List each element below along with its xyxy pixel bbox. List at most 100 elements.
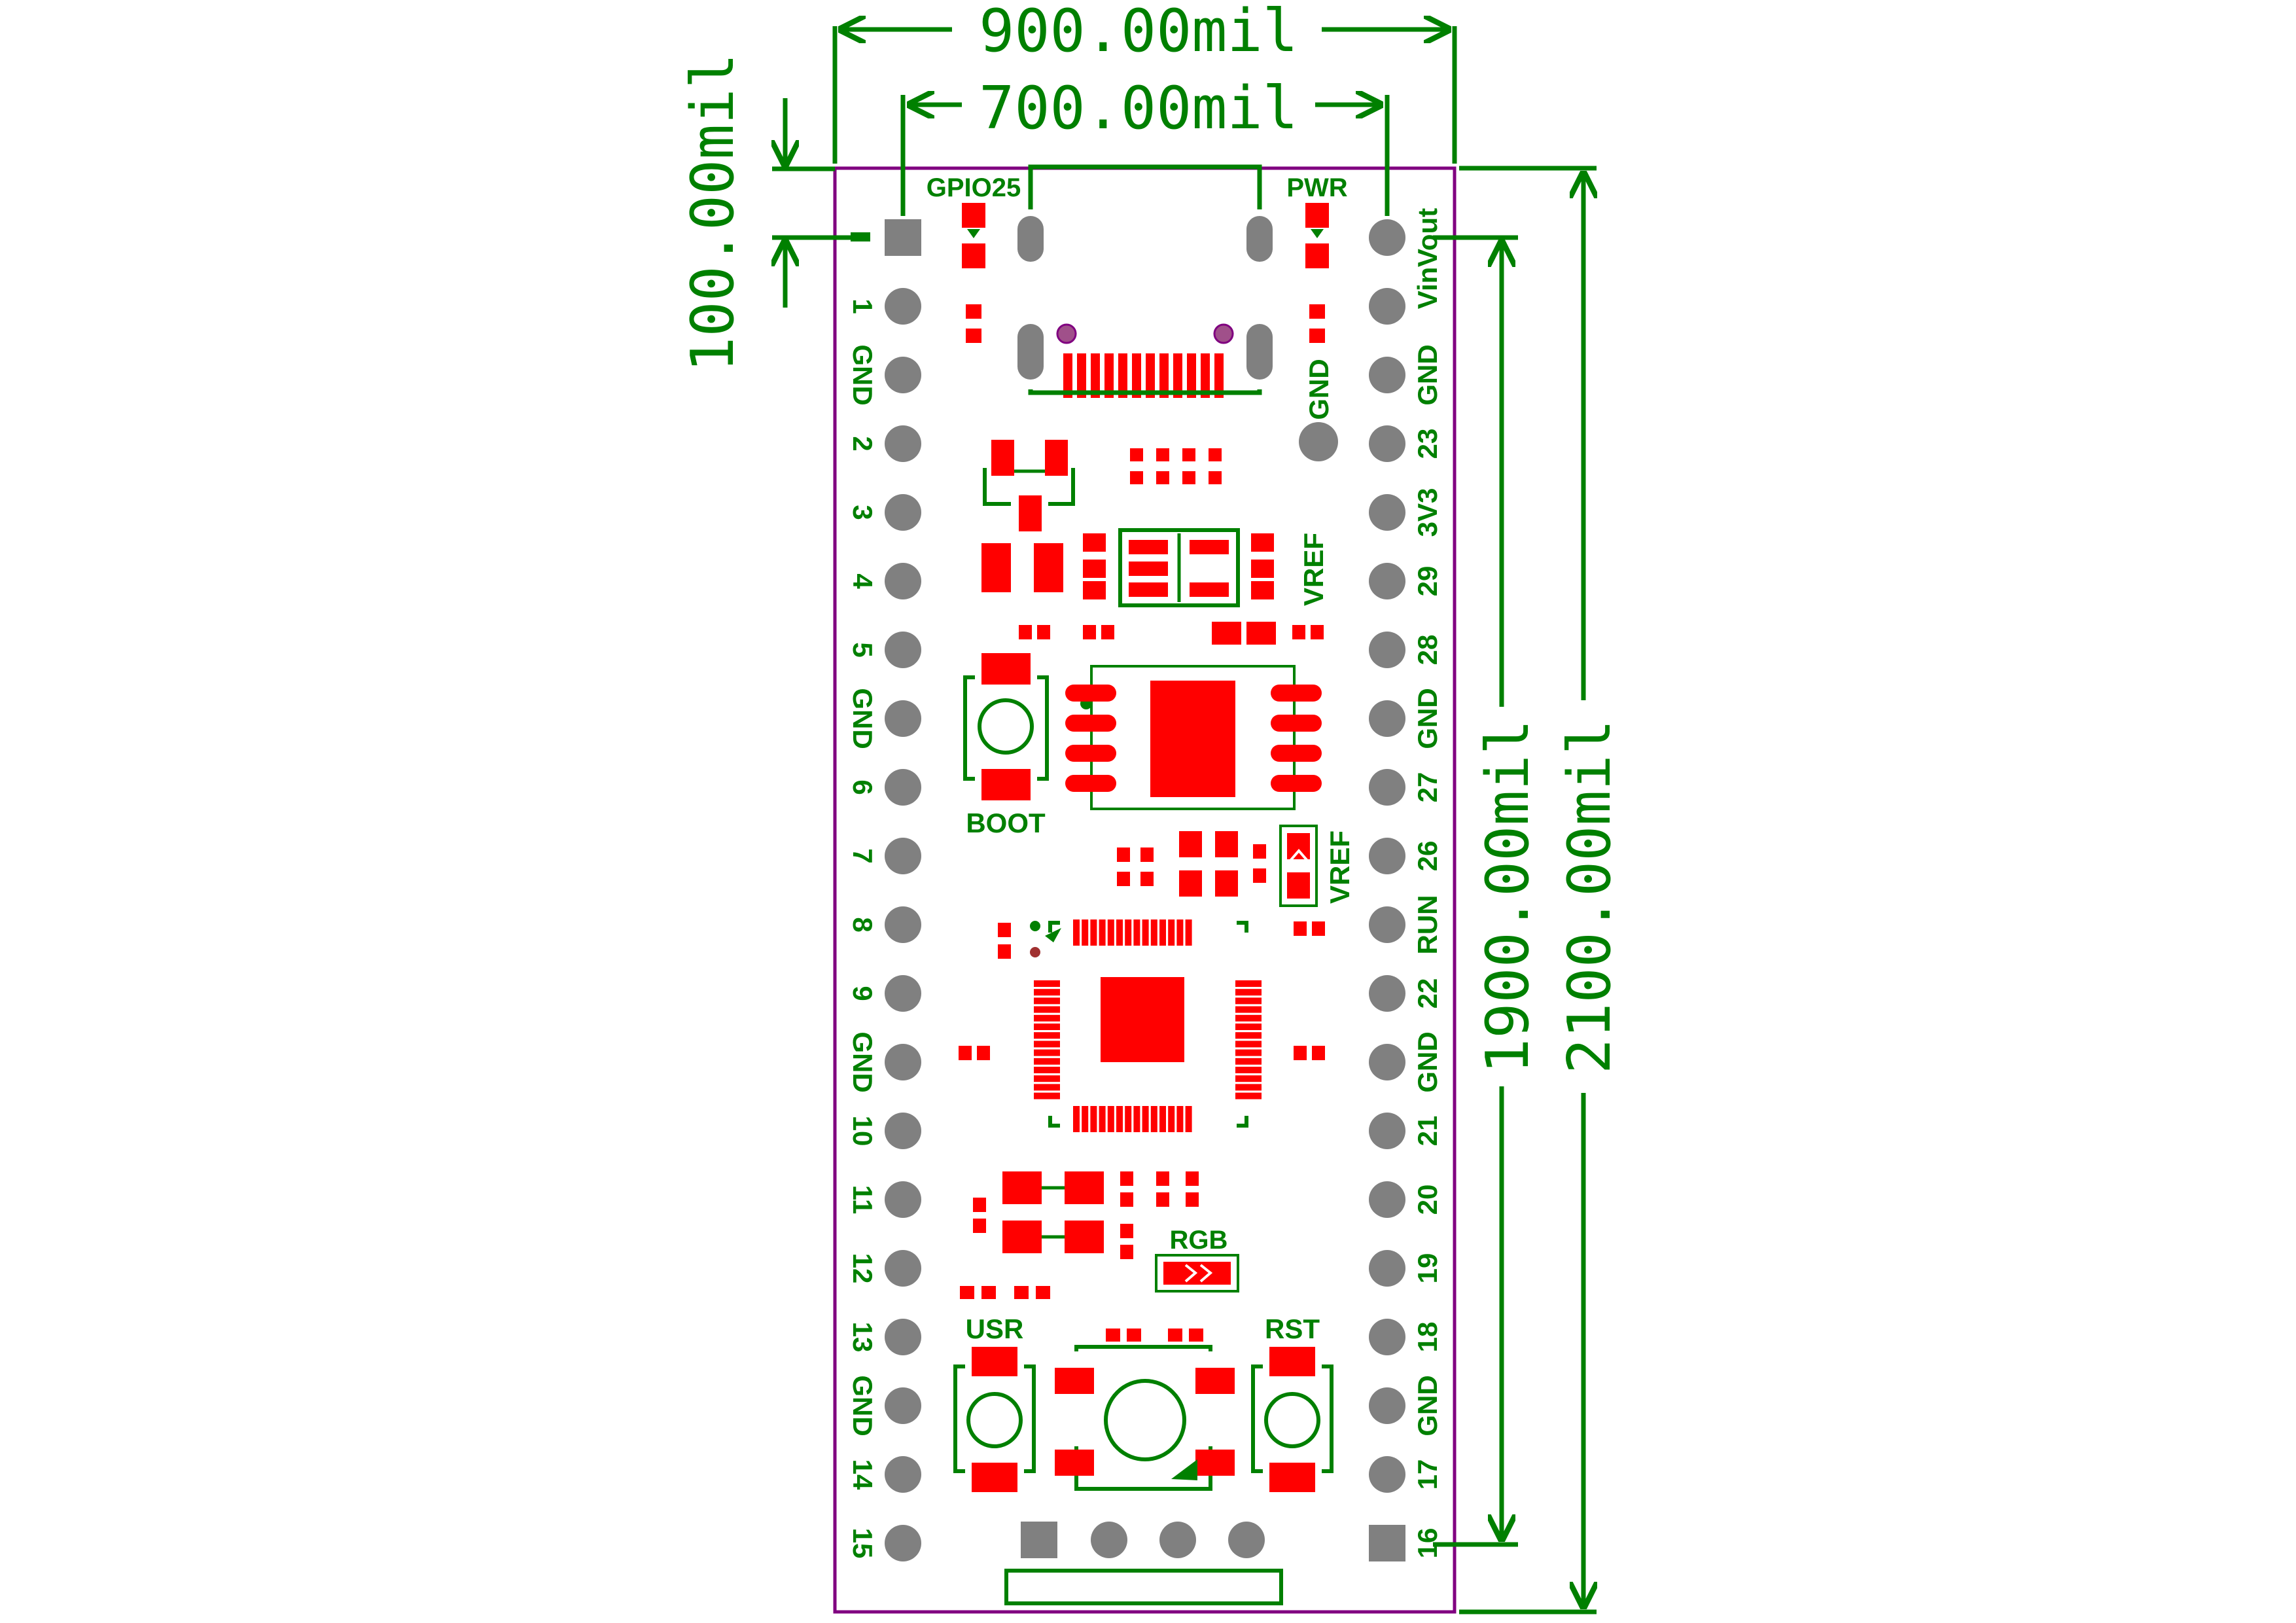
header-pad-right	[1369, 632, 1405, 668]
mcu-pin	[1034, 980, 1060, 987]
mcu-pin	[1082, 919, 1089, 946]
crystal-passives	[998, 831, 1325, 959]
left-pin-label: 15	[847, 1528, 878, 1559]
mcu-pin	[1235, 1092, 1262, 1099]
mcu-pin	[1034, 1014, 1060, 1022]
left-pin-label: 6	[847, 779, 878, 794]
usb-pin	[1201, 353, 1210, 398]
mcu-pin	[1125, 1106, 1132, 1132]
right-pin-label: Vout	[1412, 208, 1443, 267]
bottom-connector-outline	[1004, 1569, 1283, 1605]
right-pin-label: 22	[1412, 978, 1443, 1009]
left-pin-label: 3	[847, 505, 878, 520]
mcu-pin	[1150, 1106, 1157, 1132]
mcu-pin	[1034, 1041, 1060, 1048]
mcu-pin	[1099, 1106, 1106, 1132]
left-pin-label: 14	[847, 1459, 878, 1490]
left-pin-label: 8	[847, 917, 878, 932]
header-pad-left	[885, 357, 921, 393]
left-pin-label: GND	[847, 1031, 878, 1092]
left-pin-label: 10	[847, 1116, 878, 1147]
power-passives	[981, 528, 1274, 607]
user-button[interactable]	[953, 1347, 1036, 1492]
dimension-label-pin-pitch: 100.00mil	[679, 53, 747, 372]
mcu-pin	[1235, 1006, 1262, 1013]
usb-pin	[1063, 353, 1072, 398]
led-gpio25-label: GPIO25	[927, 173, 1021, 202]
mcu-pin	[1034, 1049, 1060, 1056]
flash-chip	[1065, 665, 1322, 810]
center-tactile-switch	[1055, 1329, 1235, 1491]
usb-pin	[1214, 353, 1224, 398]
left-pin-label: 2	[847, 436, 878, 451]
user-button-label: USR	[966, 1313, 1024, 1344]
left-pin-label: 1	[847, 298, 878, 313]
led-power-label: PWR	[1286, 173, 1347, 202]
reset-button[interactable]	[1251, 1347, 1333, 1492]
header-pad-right	[1369, 1525, 1405, 1561]
mcu-pin	[1235, 997, 1262, 1005]
mcu-pin	[1142, 1106, 1149, 1132]
left-pin-label: 9	[847, 986, 878, 1001]
mcu-pin	[1107, 919, 1114, 946]
mcu-pin	[1034, 1092, 1060, 1099]
mcu-pin	[1185, 1106, 1192, 1132]
dimension-label-overall-height: 2100.00mil	[1555, 719, 1624, 1074]
right-pin-label: 23	[1412, 429, 1443, 459]
rgb-led	[1155, 1254, 1239, 1293]
mcu-pin	[1133, 919, 1140, 946]
mcu-pin	[1082, 1106, 1089, 1132]
cap-row-flash	[1019, 622, 1324, 645]
inner-gnd-label: GND	[1303, 359, 1334, 419]
mcu-pin	[1168, 1106, 1175, 1132]
header-pad-right	[1369, 906, 1405, 943]
mcu-pin	[1168, 919, 1175, 946]
led-gpio25	[962, 203, 985, 343]
mcu-pin	[1034, 989, 1060, 996]
mcu-pin	[1235, 989, 1262, 996]
boot-button[interactable]	[963, 653, 1049, 800]
header-pad-right	[1369, 975, 1405, 1012]
mcu-pin	[1150, 919, 1157, 946]
right-pin-label: 16	[1412, 1528, 1443, 1559]
header-pad-right	[1369, 700, 1405, 737]
mcu-pin	[1142, 919, 1149, 946]
mcu-pin	[1235, 1049, 1262, 1056]
right-pin-label: 20	[1412, 1185, 1443, 1215]
usb-pin	[1132, 353, 1141, 398]
header-pad-left	[885, 563, 921, 599]
left-pin-label: 12	[847, 1253, 878, 1284]
header-pad-left	[885, 632, 921, 668]
led-power	[1305, 203, 1329, 343]
mcu-pin	[1116, 1106, 1123, 1132]
right-pin-label: GND	[1412, 1031, 1443, 1092]
mcu-pin	[1034, 1058, 1060, 1065]
left-pin-label: 11	[847, 1185, 878, 1214]
mcu-pin	[1235, 1067, 1262, 1073]
usb-pin	[1118, 353, 1127, 398]
right-pin-label: RUN	[1412, 895, 1443, 955]
mcu-pin	[1073, 1106, 1080, 1132]
resistor-row-top	[1130, 448, 1222, 484]
rgb-led-label: RGB	[1170, 1226, 1228, 1255]
right-pin-label: GND	[1412, 1375, 1443, 1436]
dimension-pin-row-span	[900, 95, 1390, 216]
mcu-pin	[1235, 1032, 1262, 1039]
mcu-pin	[1034, 997, 1060, 1005]
header-pad-right	[1369, 1113, 1405, 1149]
regulator-sot23	[983, 440, 1075, 531]
header-pad-left	[885, 1044, 921, 1080]
right-pin-label: 27	[1412, 772, 1443, 803]
right-pin-labels: Vout Vin GND 23 3V3 29 28 GND 27 26 RUN …	[1412, 208, 1443, 1558]
header-pad-right	[1369, 1456, 1405, 1493]
header-pad-right	[1369, 494, 1405, 531]
swd-header	[1021, 1522, 1265, 1558]
right-pin-label: 26	[1412, 841, 1443, 872]
right-pin-label: Vin	[1412, 267, 1443, 310]
left-pin-label: 5	[847, 642, 878, 657]
right-pin-label: 19	[1412, 1253, 1443, 1284]
usb-pin	[1091, 353, 1100, 398]
header-pad-right	[1369, 288, 1405, 325]
header-pad-right	[1369, 1181, 1405, 1218]
